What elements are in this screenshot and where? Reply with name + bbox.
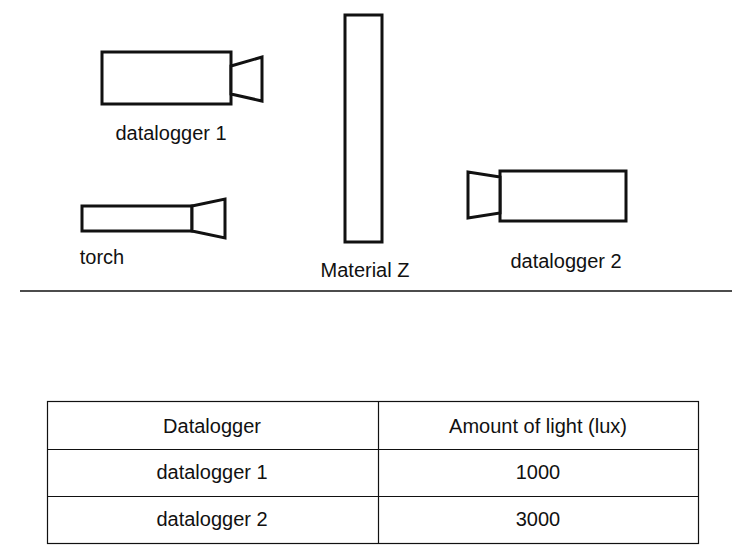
datalogger-body — [500, 171, 626, 221]
table-border — [48, 402, 699, 544]
datalogger-body — [102, 52, 231, 104]
device-label: torch — [80, 246, 124, 268]
datalogger-sensor — [231, 57, 262, 101]
torch-head — [192, 199, 225, 238]
table-cell: 1000 — [516, 461, 561, 483]
divider-line — [20, 290, 732, 292]
table-cell: datalogger 2 — [156, 508, 267, 530]
torch-body — [82, 206, 192, 231]
table-header: Datalogger — [163, 415, 261, 437]
table-cell: datalogger 1 — [156, 461, 267, 483]
datalogger-sensor — [468, 172, 500, 218]
table-cell: 3000 — [516, 508, 561, 530]
device-label: datalogger 1 — [115, 122, 226, 144]
material-block — [345, 15, 382, 242]
table-rule — [378, 402, 379, 544]
table-header: Amount of light (lux) — [449, 415, 627, 437]
material-label: Material Z — [321, 259, 410, 281]
table-rule — [48, 449, 699, 450]
device-label: datalogger 2 — [510, 250, 621, 272]
table-rule — [48, 496, 699, 497]
